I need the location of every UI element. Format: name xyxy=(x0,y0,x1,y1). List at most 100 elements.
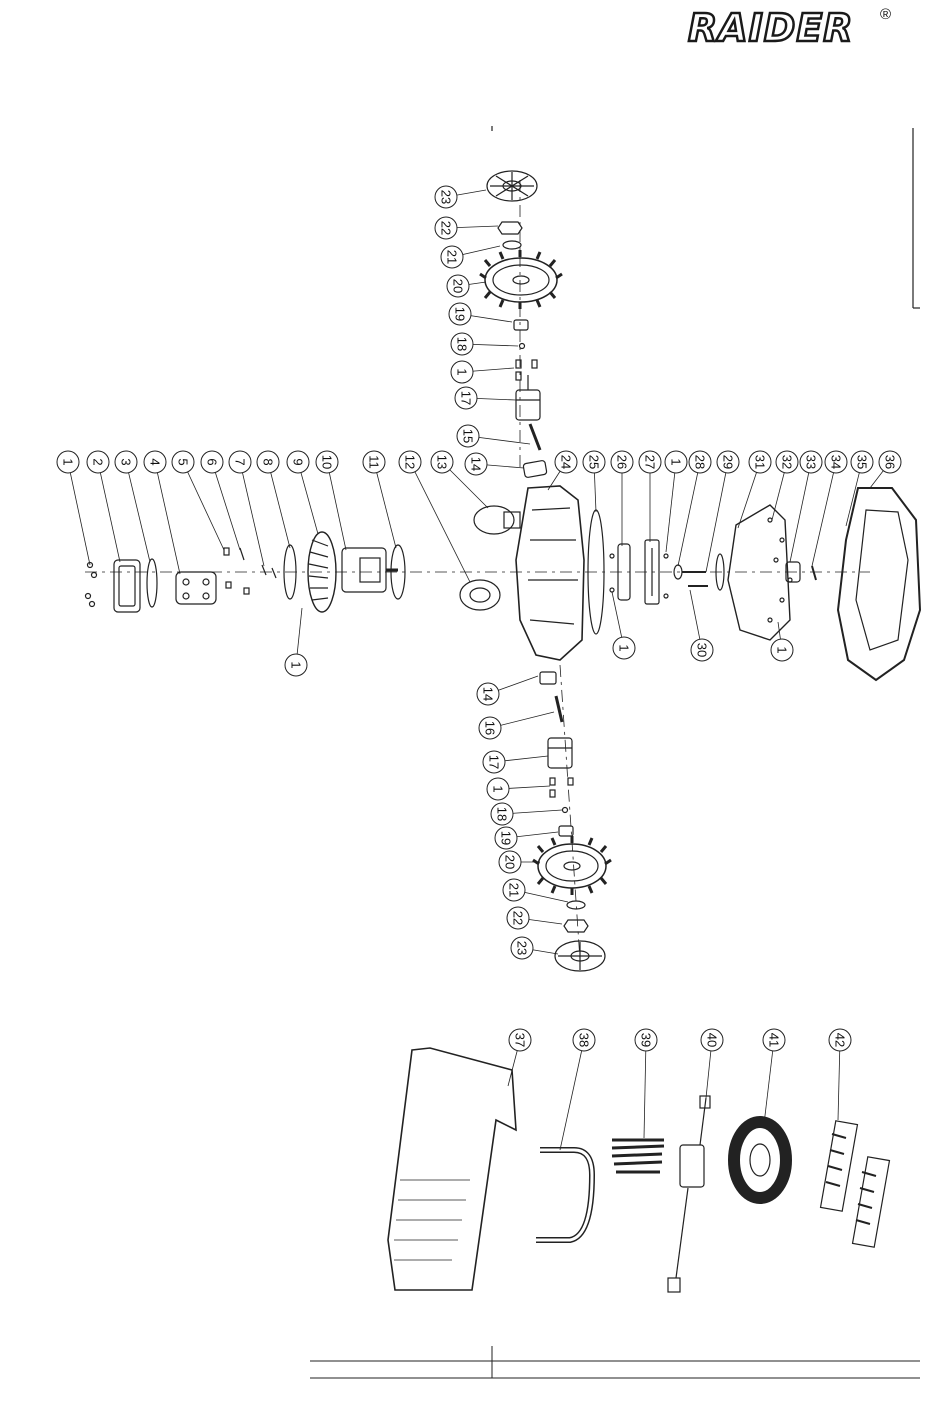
callout-lowerleft-1: 1 xyxy=(285,608,307,676)
callout-number: 7 xyxy=(233,458,248,465)
callout-bottom-21: 21 xyxy=(503,879,568,902)
callout-number: 1 xyxy=(617,644,632,651)
callout-number: 1 xyxy=(669,458,684,465)
pad-top xyxy=(523,460,547,478)
leader-line xyxy=(374,462,396,548)
callout-number: 21 xyxy=(445,250,460,264)
callout-top-19: 19 xyxy=(449,303,512,325)
motor-bottom xyxy=(548,738,572,768)
callout-number: 41 xyxy=(767,1033,782,1047)
callout-top-1: 1 xyxy=(451,361,514,383)
callout-number: 29 xyxy=(721,455,736,469)
leader-line xyxy=(678,462,700,566)
leader-line xyxy=(706,462,728,572)
top-shell-36 xyxy=(838,488,920,680)
callout-number: 11 xyxy=(367,455,382,469)
sensor-cover xyxy=(474,506,520,534)
callout-number: 17 xyxy=(459,391,474,405)
callout-bottom-18: 18 xyxy=(491,803,562,825)
callout-top-22: 22 xyxy=(435,217,498,239)
callout-number: 40 xyxy=(705,1033,720,1047)
callout-bottom-14: 14 xyxy=(477,676,538,705)
nut-bottom xyxy=(564,920,588,932)
callout-number: 35 xyxy=(855,455,870,469)
callout-number: 38 xyxy=(577,1033,592,1047)
callout-number: 15 xyxy=(461,429,476,443)
callout-number: 8 xyxy=(261,458,276,465)
callout-left-10: 10 xyxy=(316,451,346,550)
callout-top-23: 23 xyxy=(435,186,486,208)
callout-number: 39 xyxy=(639,1033,654,1047)
leader-line xyxy=(764,1040,774,1124)
callout-top-14: 14 xyxy=(465,453,524,475)
leader-line xyxy=(212,462,240,550)
callout-left-1: 1 xyxy=(57,451,90,565)
handle-bar xyxy=(536,1150,592,1240)
callout-number: 32 xyxy=(780,455,795,469)
shaft-top xyxy=(530,424,540,450)
callout-number: 28 xyxy=(693,455,708,469)
callout-number: 25 xyxy=(587,455,602,469)
screws-top xyxy=(516,360,537,380)
leader-line xyxy=(155,462,180,574)
battery-cover xyxy=(114,560,140,612)
leader-line xyxy=(560,1040,584,1150)
leader-line xyxy=(240,462,264,566)
bushing-bottom xyxy=(559,826,573,836)
callout-accessories-39: 39 xyxy=(635,1029,657,1138)
callout-left-2: 2 xyxy=(87,451,120,562)
leader-line xyxy=(790,462,811,562)
callout-right-25: 25 xyxy=(583,451,605,512)
callout-number: 26 xyxy=(615,455,630,469)
leader-line xyxy=(327,462,346,550)
chassis-main xyxy=(516,486,584,660)
callout-number: 2 xyxy=(91,458,106,465)
callout-right-32: 32 xyxy=(772,451,798,520)
callout-number: 16 xyxy=(483,721,498,735)
callout-lowerright-30: 30 xyxy=(690,590,713,661)
bushing-top xyxy=(514,320,528,330)
callout-number: 12 xyxy=(403,455,418,469)
callout-number: 5 xyxy=(176,458,191,465)
vertical-axis-lower xyxy=(560,665,580,960)
callout-number: 37 xyxy=(513,1033,528,1047)
leader-line xyxy=(98,462,120,562)
callout-number: 20 xyxy=(503,855,518,869)
callout-number: 1 xyxy=(455,368,470,375)
small-screws-left xyxy=(224,548,249,594)
leader-line xyxy=(410,462,470,582)
callout-top-17: 17 xyxy=(455,387,516,409)
leader-line xyxy=(812,462,836,566)
callout-number: 9 xyxy=(291,458,306,465)
pegs-bundle xyxy=(612,1140,664,1172)
callout-number: 24 xyxy=(559,455,574,469)
callout-accessories-40: 40 xyxy=(701,1029,723,1098)
callout-number: 1 xyxy=(289,661,304,668)
leader-line xyxy=(183,462,224,550)
callout-right-29: 29 xyxy=(706,451,739,572)
callout-number: 18 xyxy=(455,337,470,351)
callout-right-36: 36 xyxy=(870,451,901,488)
callout-bottom-23: 23 xyxy=(511,937,558,959)
shaft-bottom xyxy=(556,696,562,722)
callout-number: 30 xyxy=(695,643,710,657)
boundary-wire-roll xyxy=(734,1122,786,1198)
leader-line xyxy=(126,462,150,562)
cover-32 xyxy=(728,505,790,640)
callout-right-1: 1 xyxy=(665,451,687,552)
callout-bottom-20: 20 xyxy=(499,851,540,873)
leader-line xyxy=(644,1040,646,1138)
callout-number: 1 xyxy=(491,785,506,792)
callout-left-9: 9 xyxy=(287,451,318,534)
callout-right-24: 24 xyxy=(548,451,577,490)
callout-number: 18 xyxy=(495,807,510,821)
pin-34 xyxy=(812,566,816,580)
callout-number: 4 xyxy=(148,458,163,465)
callout-number: 23 xyxy=(439,190,454,204)
leader-line xyxy=(666,462,676,552)
callout-bottom-19: 19 xyxy=(495,827,558,849)
callout-bottom-16: 16 xyxy=(479,712,554,739)
screw-set-left xyxy=(86,563,97,607)
